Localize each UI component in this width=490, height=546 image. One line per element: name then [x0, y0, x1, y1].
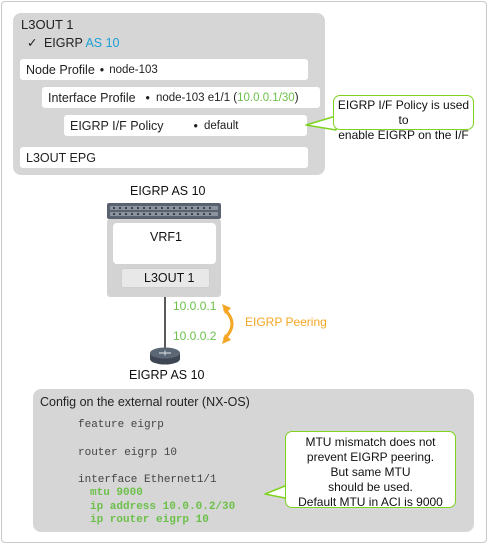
- if-policy-row: EIGRP I/F Policy • default: [64, 115, 307, 136]
- l3out-title: L3OUT 1: [21, 17, 74, 32]
- link-line: [164, 297, 166, 351]
- if-policy-label: EIGRP I/F Policy: [70, 118, 164, 133]
- topology-top-label: EIGRP AS 10: [130, 184, 206, 198]
- l3out-box: [121, 268, 210, 288]
- callout-mtu-line5: Default MTU in ACI is 9000: [298, 495, 443, 509]
- if-policy-value: default: [203, 119, 239, 132]
- config-line-ip-address: ip address 10.0.0.2/30: [90, 501, 236, 513]
- interface-profile-value: node-103 e1/1 (10.0.0.1/30): [155, 91, 299, 104]
- node-profile-label: Node Profile: [26, 62, 95, 77]
- ip-aci-label: 10.0.0.1: [173, 299, 217, 313]
- eigrp-prefix: EIGRP: [43, 36, 83, 50]
- peering-label: EIGRP Peering: [245, 315, 327, 329]
- callout-mtu-line2: prevent EIGRP peering.: [306, 450, 435, 464]
- l3out-epg-label: L3OUT EPG: [26, 150, 96, 165]
- eigrp-as-number: AS 10: [85, 36, 120, 50]
- callout-if-policy: EIGRP I/F Policy is used to enable EIGRP…: [333, 95, 474, 142]
- config-line-interface: interface Ethernet1/1: [78, 474, 217, 486]
- callout-mtu-line4: should be used.: [328, 480, 413, 494]
- peering-arrow-icon: [222, 304, 234, 344]
- bullet-icon: •: [193, 118, 198, 133]
- bullet-icon: •: [145, 90, 150, 105]
- ip-router-label: 10.0.0.2: [173, 329, 217, 343]
- switch-icon: [107, 203, 221, 219]
- interface-profile-row: Interface Profile • node-103 e1/1 (10.0.…: [42, 87, 320, 108]
- eigrp-as-line: ✓ EIGRP AS 10: [27, 35, 120, 50]
- interface-ip: 10.0.0.1/30: [237, 91, 295, 104]
- node-profile-value: node-103: [109, 63, 158, 76]
- config-title: Config on the external router (NX-OS): [40, 395, 250, 409]
- topology-bottom-label: EIGRP AS 10: [129, 368, 205, 382]
- vrf-label: VRF1: [150, 230, 182, 244]
- l3out-box-label: L3OUT 1: [144, 271, 195, 285]
- interface-profile-label: Interface Profile: [48, 90, 136, 105]
- callout-mtu: MTU mismatch does not prevent EIGRP peer…: [285, 431, 456, 509]
- bullet-icon: •: [99, 62, 105, 77]
- node-profile-row: Node Profile • node-103: [20, 59, 308, 80]
- callout-if-policy-line2: enable EIGRP on the I/F: [338, 128, 469, 142]
- l3out-epg-row: L3OUT EPG: [20, 147, 308, 168]
- callout-mtu-line3: But same MTU: [330, 465, 411, 479]
- callout-mtu-line1: MTU mismatch does not: [305, 435, 436, 449]
- config-line-mtu: mtu 9000: [90, 487, 143, 499]
- check-icon: ✓: [27, 36, 38, 50]
- config-line-feature: feature eigrp: [78, 419, 164, 431]
- callout-if-policy-line1: EIGRP I/F Policy is used to: [337, 98, 470, 127]
- config-line-ip-router: ip router eigrp 10: [90, 514, 209, 526]
- router-icon: [150, 347, 180, 365]
- vrf-box: [113, 223, 216, 264]
- config-line-router: router eigrp 10: [78, 447, 178, 459]
